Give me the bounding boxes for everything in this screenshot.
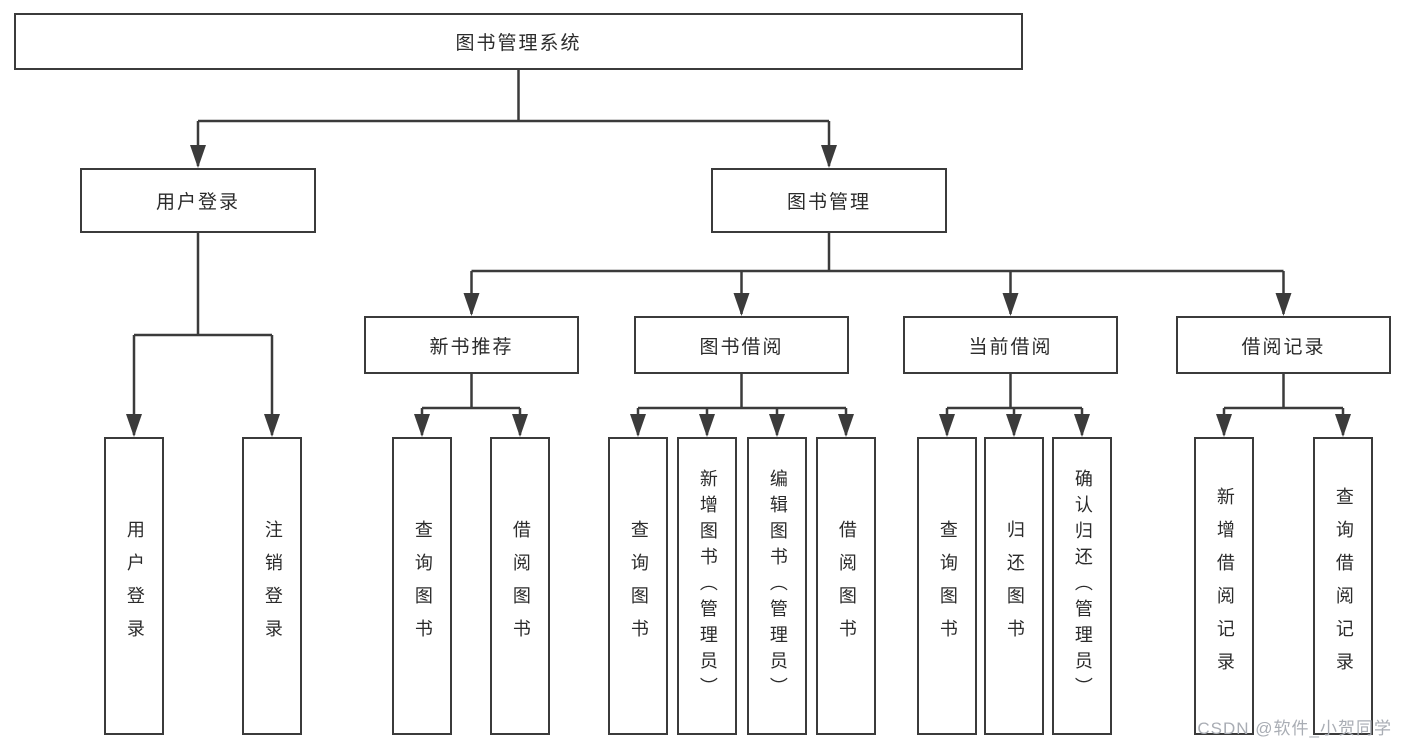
arrowhead-icon xyxy=(1006,414,1022,437)
arrowhead-icon xyxy=(699,414,715,437)
node-label: 新增图书（管理员） xyxy=(697,469,718,703)
node-book-management: 图书管理 xyxy=(711,168,947,233)
leaf-logout: 注销登录 xyxy=(242,437,302,735)
arrowhead-icon xyxy=(630,414,646,437)
node-root-library-system: 图书管理系统 xyxy=(14,13,1023,70)
arrowhead-icon xyxy=(821,145,837,168)
arrowhead-icon xyxy=(838,414,854,437)
arrowhead-icon xyxy=(1216,414,1232,437)
arrowhead-icon xyxy=(264,414,280,437)
node-label: 新书推荐 xyxy=(429,336,514,358)
leaf-query-borrow-record: 查询借阅记录 xyxy=(1313,437,1373,735)
node-label: 查询图书 xyxy=(412,520,433,652)
node-label: 当前借阅 xyxy=(968,336,1053,358)
arrowhead-icon xyxy=(733,293,750,316)
leaf-add-borrow-record: 新增借阅记录 xyxy=(1194,437,1254,735)
leaf-borrow-books: 借阅图书 xyxy=(816,437,876,735)
leaf-return-books: 归还图书 xyxy=(984,437,1044,735)
arrowhead-icon xyxy=(1335,414,1351,437)
node-label: 查询图书 xyxy=(628,520,649,652)
connector-new-book-to-leaves xyxy=(420,374,522,435)
arrowhead-icon xyxy=(126,414,142,437)
node-label: 注销登录 xyxy=(262,520,283,652)
node-label: 借阅记录 xyxy=(1241,336,1326,358)
arrowhead-icon xyxy=(1002,293,1019,316)
node-current-borrowing: 当前借阅 xyxy=(903,316,1118,374)
leaf-query-books: 查询图书 xyxy=(392,437,452,735)
node-label: 新增借阅记录 xyxy=(1214,487,1235,685)
node-label: 编辑图书（管理员） xyxy=(767,469,788,703)
arrowheads xyxy=(126,145,1351,437)
leaf-confirm-return-admin: 确认归还（管理员） xyxy=(1052,437,1112,735)
leaf-add-books-admin: 新增图书（管理员） xyxy=(677,437,737,735)
node-label: 用户登录 xyxy=(124,520,145,652)
node-label: 查询图书 xyxy=(937,520,958,652)
arrowhead-icon xyxy=(512,414,528,437)
node-label: 图书借阅 xyxy=(699,336,784,358)
node-label: 图书管理系统 xyxy=(455,33,582,54)
node-book-borrowing: 图书借阅 xyxy=(634,316,849,374)
node-label: 借阅图书 xyxy=(836,520,857,652)
connector-borrow-records-to-leaves xyxy=(1222,374,1345,435)
node-new-book-recommend: 新书推荐 xyxy=(364,316,579,374)
node-label: 查询借阅记录 xyxy=(1333,487,1354,685)
connector-root-to-level1 xyxy=(196,70,831,166)
csdn-watermark: CSDN @软件_小贺同学 xyxy=(1197,719,1392,738)
node-label: 借阅图书 xyxy=(510,520,531,652)
arrowhead-icon xyxy=(769,414,785,437)
connector-book-mgmt-to-level2 xyxy=(470,233,1285,314)
arrowhead-icon xyxy=(1275,293,1292,316)
connector-book-borrow-to-leaves xyxy=(636,374,848,435)
arrowhead-icon xyxy=(414,414,430,437)
leaf-edit-books-admin: 编辑图书（管理员） xyxy=(747,437,807,735)
arrowhead-icon xyxy=(1074,414,1090,437)
leaf-query-books: 查询图书 xyxy=(608,437,668,735)
node-label: 归还图书 xyxy=(1004,520,1025,652)
connector-user-login-to-leaves xyxy=(132,233,274,435)
leaf-user-login: 用户登录 xyxy=(104,437,164,735)
node-label: 确认归还（管理员） xyxy=(1072,469,1093,703)
node-label: 图书管理 xyxy=(786,192,871,213)
arrowhead-icon xyxy=(463,293,480,316)
arrowhead-icon xyxy=(190,145,206,168)
node-user-login: 用户登录 xyxy=(80,168,316,233)
node-borrowing-records: 借阅记录 xyxy=(1176,316,1391,374)
leaf-query-books: 查询图书 xyxy=(917,437,977,735)
node-label: 用户登录 xyxy=(155,192,240,213)
arrowhead-icon xyxy=(939,414,955,437)
leaf-borrow-books: 借阅图书 xyxy=(490,437,550,735)
